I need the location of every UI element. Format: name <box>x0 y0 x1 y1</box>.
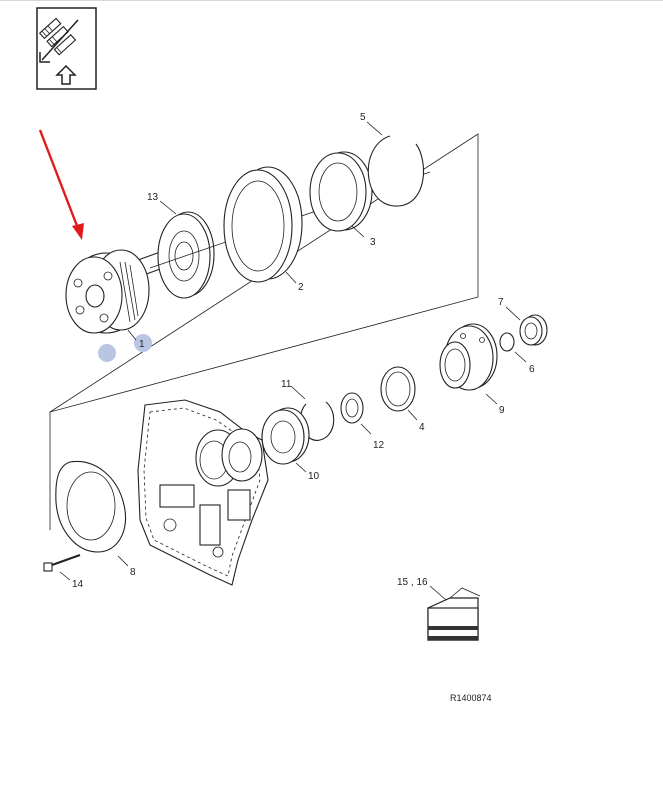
label-7: 7 <box>498 297 504 308</box>
part-gasket <box>55 460 126 553</box>
label-4: 4 <box>419 422 425 433</box>
part-bearing <box>261 407 310 465</box>
label-14: 14 <box>72 579 84 590</box>
part-snap-ring <box>367 135 425 207</box>
part-planetary-carrier <box>65 249 165 334</box>
label-3: 3 <box>370 237 376 248</box>
label-13: 13 <box>147 192 159 203</box>
part-ring-gear <box>223 166 303 283</box>
parts-kit-box-icon <box>427 587 481 641</box>
part-bolt <box>43 554 81 572</box>
label-12: 12 <box>373 440 385 451</box>
part-nut <box>519 314 548 346</box>
lower-group-frame <box>49 296 479 530</box>
part-housing <box>137 399 269 586</box>
part-lock-nut <box>340 392 364 424</box>
part-shim <box>380 366 416 412</box>
part-clutch-disc <box>157 211 215 299</box>
label-10: 10 <box>308 471 320 482</box>
label-9: 9 <box>499 405 505 416</box>
part-output-flange <box>439 323 498 391</box>
callout-dot <box>98 344 116 362</box>
label-5: 5 <box>360 112 366 123</box>
part-o-ring <box>499 332 515 352</box>
label-2: 2 <box>298 282 304 293</box>
reference-code: R1400874 <box>450 693 492 703</box>
label-1: 1 <box>139 339 145 350</box>
upper-group-frame <box>49 133 479 413</box>
label-6: 6 <box>529 364 535 375</box>
label-8: 8 <box>130 567 136 578</box>
top-rule <box>0 0 663 1</box>
label-11: 11 <box>281 379 292 390</box>
part-ring <box>309 151 373 232</box>
red-indicator-arrow <box>38 129 84 240</box>
disassembly-arrow-icon <box>36 7 97 90</box>
callout-dot <box>134 334 152 352</box>
label-15-16: 15 , 16 <box>397 577 428 588</box>
